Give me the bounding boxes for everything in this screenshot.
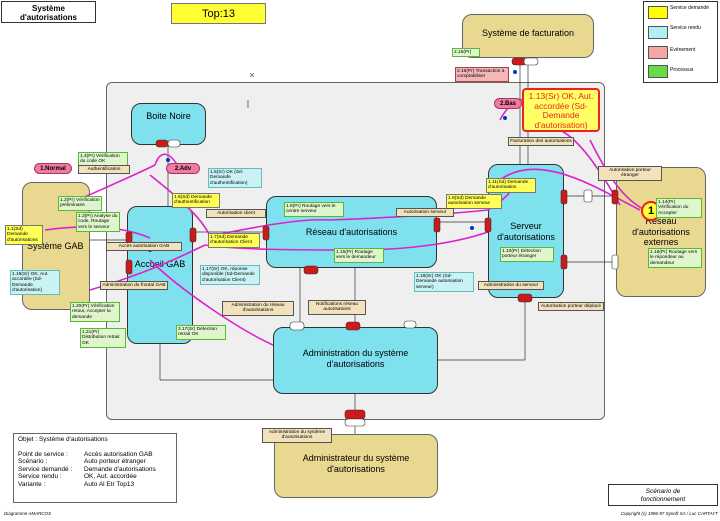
label-1-21: 1.21(Pr) Distribution retrait OK: [80, 328, 126, 348]
service-admin-reseau[interactable]: Administration du réseau d'autorisations: [222, 301, 294, 316]
info-row: Service rendu :OK, Aut. accordée: [18, 473, 137, 481]
legend-label-rendered: Service rendu: [670, 25, 701, 31]
event-normal[interactable]: 1.Normal: [34, 163, 72, 174]
service-aut-client[interactable]: Autorisation client: [206, 209, 266, 219]
info-objet: Objet : Système d'autorisations: [18, 436, 108, 443]
footer-left: Diagramme AMARCOS: [4, 511, 52, 516]
label-1-6: 1.6(Sd) Demande d'authentification: [172, 193, 220, 208]
label-2-16: 2.16(Pr) Transaction à comptabiliser: [455, 67, 509, 82]
alert-callout: 1.13(Sr) OK, Aut. accordée (Sd-Demande d…: [522, 88, 600, 132]
label-1-7: 1.7(Sd) Demande d'autorisation Client: [208, 233, 260, 248]
legend-swatch-process: [648, 65, 668, 78]
legend-label-process: Processus: [670, 67, 694, 73]
label-1-19: 1.19(Sr) OK, Aut. accordée (Sd-Demande d…: [10, 270, 60, 296]
label-1-2: 1.2(Pr) Vérification préliminaire: [58, 196, 102, 211]
label-3-17: 3.17(Sr) Détection retrait OK: [176, 325, 226, 340]
service-acces-gab[interactable]: Accès autorisation GAB: [106, 242, 182, 252]
node-accueil-gab[interactable]: Accueil GAB: [127, 206, 193, 344]
event-bas[interactable]: 2.Bas: [494, 98, 522, 109]
service-aut-porteur-etranger[interactable]: Autorisation porteur étranger: [598, 166, 662, 181]
legend-swatch-rendered: [648, 26, 668, 39]
info-row: Variante :Auto Al Etr Top13: [18, 480, 135, 488]
legend: Service demandé Service rendu Evénement …: [643, 1, 718, 83]
label-1-15: 1.15(Pr) Routage vers le demandeur: [334, 248, 384, 263]
label-authentification: Authentification: [78, 165, 130, 175]
label-1-5: 1.5(Sr) OK (Sd-Demande d'authentificatio…: [208, 168, 262, 188]
service-admin-frontal[interactable]: Administration du frontal GAB: [100, 281, 168, 291]
system-title: Système d'autorisations: [19, 4, 78, 22]
legend-swatch-requested: [648, 6, 668, 19]
label-1-9: 1.9(Sd) Demande autorisation serveur: [446, 194, 502, 209]
service-aut-porteur-deplace[interactable]: Autorisation porteur déplacé: [538, 302, 604, 312]
label-2-15: 2.15(Pr): [452, 48, 480, 58]
scenario-box: Scénario de fonctionnement: [608, 484, 718, 506]
legend-label-event: Evénement: [670, 47, 696, 53]
info-row: Scénario :Auto porteur étranger: [18, 458, 146, 466]
legend-label-requested: Service demandé: [670, 5, 709, 11]
label-1-1: 1.1(Sd) Demande d'autorisations: [5, 225, 43, 245]
node-administrateur[interactable]: Administrateur du système d'autorisation…: [274, 434, 438, 498]
service-admin-serveur[interactable]: Administration du serveur: [478, 281, 544, 291]
label-1-10: 1.10(Pr) Détection porteur étranger: [500, 247, 554, 262]
label-1-20: 1.20(Pr) Vérification retour, Accepter l…: [70, 302, 120, 322]
header-system-box: Système d'autorisations: [1, 1, 96, 23]
label-1-17: 1.17(Sr) OK, réponse disponible (Sd-Dema…: [200, 265, 260, 285]
service-aut-serveur[interactable]: Autorisation serveur: [396, 208, 454, 218]
info-row: Point de service :Accès autorisation GAB: [18, 450, 153, 458]
node-reseau-externes[interactable]: Réseau d'autorisations externes: [616, 167, 706, 297]
label-1-8: 1.8(Pr) Routage vers le centre serveur: [284, 202, 344, 217]
label-1-18: 1.18(Sr) OK (Sd-Demande autorisation ser…: [414, 272, 474, 292]
service-notif-reseau[interactable]: Notifications réseau autorisations: [308, 300, 366, 315]
node-boite-noire[interactable]: Boite Noire: [131, 103, 206, 145]
node-admin-systeme[interactable]: Administration du système d'autorisation…: [273, 327, 438, 394]
footer-right: Copyright (c) 1996-97 Synoft SA / Luc CA…: [620, 511, 718, 516]
info-box: Objet : Système d'autorisations Point de…: [13, 433, 177, 503]
label-1-11: 1.11(Sd) Demande d'autorisation: [486, 178, 536, 193]
scenario-label: Top:13: [171, 3, 266, 24]
legend-swatch-event: [648, 46, 668, 59]
label-1-14: 1.14(Pr) Vérification du Accepter: [656, 198, 702, 218]
label-1-16: 1.16(Pr) Routage vers le répondeur au de…: [648, 248, 702, 268]
service-facturation[interactable]: Facturation des autorisations: [508, 137, 574, 147]
label-1-3: 1.3(Pr) Analyse du code, Routage vers le…: [76, 212, 120, 232]
event-adv[interactable]: 2.Adv: [166, 163, 200, 174]
service-admin-systeme[interactable]: Administration du système d'autorisation…: [262, 428, 332, 443]
info-row: Service demandé :Demande d'autorisations: [18, 465, 156, 473]
node-systeme-facturation[interactable]: Système de facturation: [462, 14, 594, 58]
